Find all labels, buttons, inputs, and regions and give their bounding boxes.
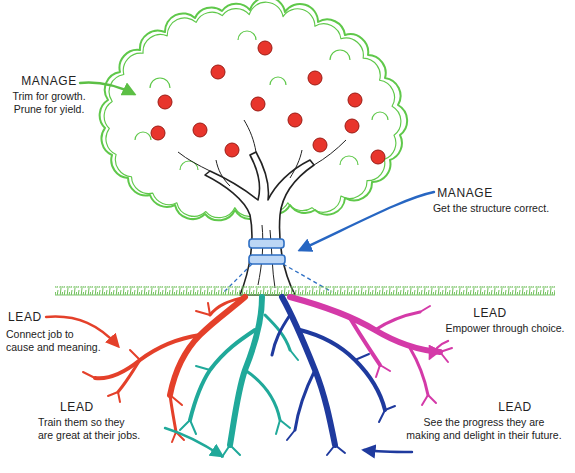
- apples-part: [308, 71, 322, 85]
- callout-heading: LEAD: [8, 310, 58, 325]
- trunk-bands: [224, 239, 332, 292]
- magenta-roots-part: [375, 312, 420, 330]
- tree-crown: [100, 0, 407, 220]
- callout-text: See the progress they are making and del…: [398, 416, 570, 442]
- teal-roots-part: [190, 330, 255, 420]
- magenta-roots: [290, 297, 452, 405]
- tree-trunk-part: [178, 120, 346, 288]
- callout-heading: LEAD: [460, 306, 520, 321]
- tree-crown-part: [135, 31, 388, 170]
- apples-part: [225, 143, 239, 157]
- callout-heading: MANAGE: [430, 186, 500, 201]
- magenta-roots-part: [410, 348, 428, 395]
- apples: [151, 41, 385, 164]
- callout-text: Empower through choice.: [440, 322, 570, 335]
- tree-trunk-part: [205, 152, 314, 295]
- apples-part: [345, 119, 359, 133]
- tree-trunk: [178, 120, 346, 295]
- red-roots-part: [210, 297, 245, 315]
- grass-line: [55, 286, 555, 295]
- callout-text: Trim for growth. Prune for yield.: [6, 90, 92, 116]
- navy-roots-part: [300, 330, 385, 410]
- callout-arrows: [46, 83, 448, 456]
- magenta-roots-part: [350, 318, 380, 365]
- tree-crown-part: [100, 0, 407, 220]
- callout-arrows-part: [165, 428, 222, 456]
- apples-part: [371, 150, 385, 164]
- callout-heading: LEAD: [60, 400, 110, 415]
- apples-part: [288, 113, 302, 127]
- trunk-bands-part: [249, 239, 284, 248]
- navy-roots-part: [295, 370, 315, 430]
- red-roots-part: [118, 360, 140, 392]
- apples-part: [151, 126, 165, 140]
- callout-arrows-part: [364, 450, 412, 452]
- callout-heading: MANAGE: [14, 74, 84, 89]
- apples-part: [251, 97, 265, 111]
- red-roots-part: [95, 335, 200, 378]
- teal-roots-part: [245, 370, 280, 420]
- grass-line-part: [55, 286, 555, 295]
- apples-part: [348, 93, 362, 107]
- magenta-roots-part: [376, 306, 452, 405]
- tree-crown-part: [104, 2, 401, 217]
- callout-arrows-part: [80, 83, 134, 94]
- callout-arrows-part: [430, 341, 448, 358]
- navy-roots-part: [272, 315, 290, 355]
- apples-part: [211, 65, 225, 79]
- callout-text: Train them so they are great at their jo…: [38, 416, 163, 442]
- teal-roots: [180, 297, 298, 457]
- callout-text: Connect job to cause and meaning.: [6, 328, 118, 354]
- apples-part: [313, 138, 327, 152]
- callout-arrows-part: [300, 192, 434, 250]
- callout-heading: LEAD: [490, 400, 540, 415]
- apples-part: [258, 41, 272, 55]
- callout-text: Get the structure correct.: [415, 202, 567, 215]
- trunk-bands-part: [249, 255, 285, 264]
- navy-roots-part: [282, 297, 335, 445]
- apples-part: [193, 123, 207, 137]
- grass-line-part: [55, 294, 555, 295]
- apples-part: [158, 95, 172, 109]
